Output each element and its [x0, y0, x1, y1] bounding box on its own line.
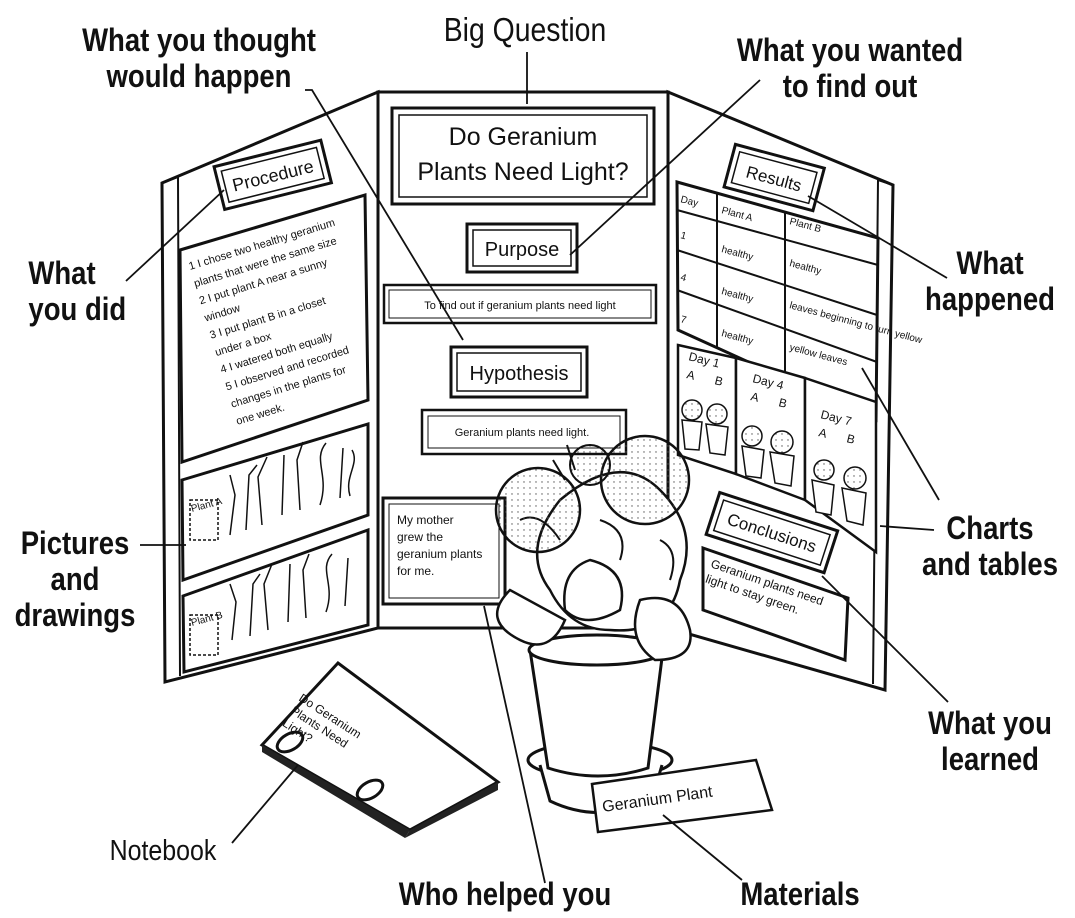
callout-what-you-learned: What you learned [928, 705, 1052, 777]
conclusions-heading-box [704, 490, 840, 575]
helper-box [381, 496, 507, 606]
helper-text: My mother grew the geranium plants for me. [397, 513, 482, 578]
drawing-panel-plant-b [181, 527, 370, 674]
board-title-line2: Plants Need Light? [417, 158, 628, 186]
hypothesis-heading: Hypothesis [470, 363, 569, 385]
helper-text-line: for me. [397, 564, 434, 578]
callout-leader-lines [125, 52, 949, 884]
geranium-plant-illustration [494, 434, 692, 814]
procedure-heading-box [212, 138, 334, 212]
callout-notebook: Notebook [109, 835, 217, 867]
big-question-box [390, 106, 656, 206]
drawing-panel-plant-a [180, 421, 370, 583]
results-header-cell: Day [679, 194, 699, 209]
callout-what-you-did: What you did [28, 255, 127, 327]
hypothesis-heading-box [449, 345, 589, 399]
conclusions-text-box [701, 545, 850, 663]
purpose-heading: Purpose [485, 239, 560, 261]
day-panel-a-label: A [817, 425, 828, 441]
purpose-heading-box [465, 222, 579, 274]
callout-materials: Materials [740, 876, 860, 912]
hypothesis-text: Geranium plants need light. [455, 427, 590, 439]
callout-pictures-drawings: Pictures and drawings [14, 525, 136, 633]
day-panel-b-label: B [845, 431, 856, 447]
results-data-cell: 4 [679, 272, 688, 284]
helper-text-line: geranium plants [397, 547, 482, 561]
plant-tag [590, 758, 774, 834]
callout-what-you-wanted: What you wanted to find out [736, 32, 964, 104]
day-panel-a-label: A [685, 367, 696, 383]
callout-what-happened: What happened [925, 245, 1055, 317]
helper-text-line: grew the [397, 530, 443, 544]
purpose-text: To find out if geranium plants need ligh… [424, 300, 615, 312]
results-data-cell: 7 [679, 314, 688, 326]
day-panel-b-label: B [713, 373, 724, 389]
results-heading-box [722, 142, 827, 213]
procedure-text-box [178, 192, 370, 465]
callout-charts-tables: Charts and tables [921, 510, 1059, 582]
board-title-line1: Do Geranium [449, 123, 598, 151]
purpose-text-box [382, 283, 658, 325]
helper-text-line: My mother [397, 513, 454, 527]
results-data-cell: 1 [679, 230, 688, 242]
callout-who-helped: Who helped you [398, 876, 612, 912]
day-panel-b-label: B [777, 395, 788, 411]
callout-what-you-thought: What you thought would happen [82, 22, 316, 94]
callout-big-question: Big Question [443, 11, 607, 48]
day-panel-a-label: A [749, 389, 760, 405]
